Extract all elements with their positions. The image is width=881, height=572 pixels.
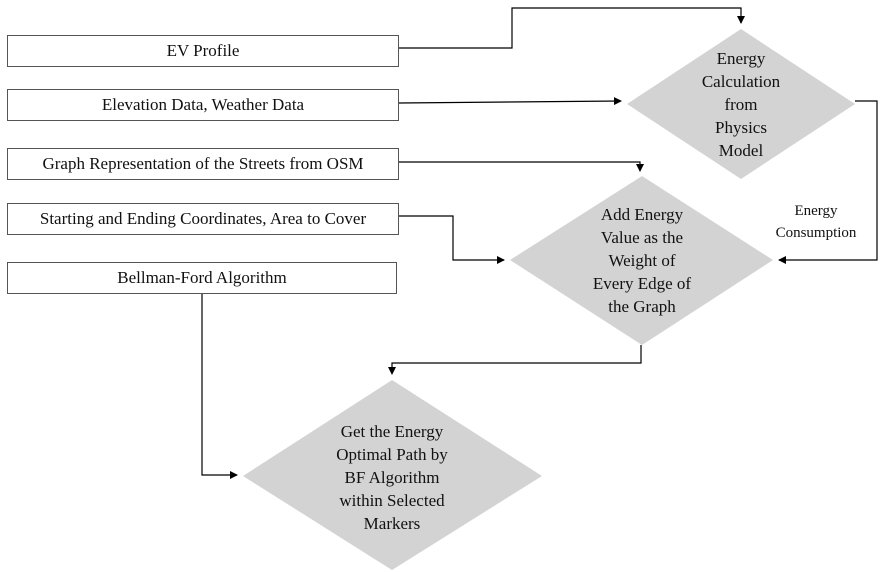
diamond-add-energy — [510, 176, 773, 345]
elevation-weather-label: Elevation Data, Weather Data — [101, 95, 305, 114]
bellman-ford-box: Bellman-Ford Algorithm — [7, 262, 397, 294]
ev-profile-box: EV Profile — [7, 35, 399, 67]
arrow-graph-osm-to-add-energy — [399, 161, 644, 172]
bellman-ford-label: Bellman-Ford Algorithm — [117, 268, 287, 287]
energy-consumption-label: Energy Consumption — [775, 203, 857, 241]
coordinates-area-box: Starting and Ending Coordinates, Area to… — [7, 203, 399, 235]
graph-osm-box: Graph Representation of the Streets from… — [7, 148, 399, 180]
energy-calculation-text: Energy Calculation from Physics Model — [701, 48, 781, 160]
arrow-elevation-to-energy-calc — [398, 97, 622, 106]
optimal-path-text: Get the Energy Optimal Path by BF Algori… — [336, 421, 448, 533]
diamond-optimal-path — [243, 380, 542, 570]
arrow-bellman-ford-to-optimal-path — [201, 294, 238, 479]
arrow-ev-profile-to-energy-calc — [399, 7, 745, 49]
coordinates-area-label: Starting and Ending Coordinates, Area to… — [39, 209, 367, 228]
ev-profile-label: EV Profile — [166, 41, 240, 60]
add-energy-text: Add Energy Value as the Weight of Every … — [592, 204, 692, 316]
graph-osm-label: Graph Representation of the Streets from… — [42, 154, 364, 173]
elevation-weather-box: Elevation Data, Weather Data — [7, 89, 399, 121]
diamond-energy-calculation — [627, 29, 855, 179]
arrow-energy-calc-to-add-energy — [778, 100, 878, 264]
arrow-coordinates-to-add-energy — [399, 215, 505, 264]
arrow-add-energy-to-optimal-path — [388, 345, 642, 375]
